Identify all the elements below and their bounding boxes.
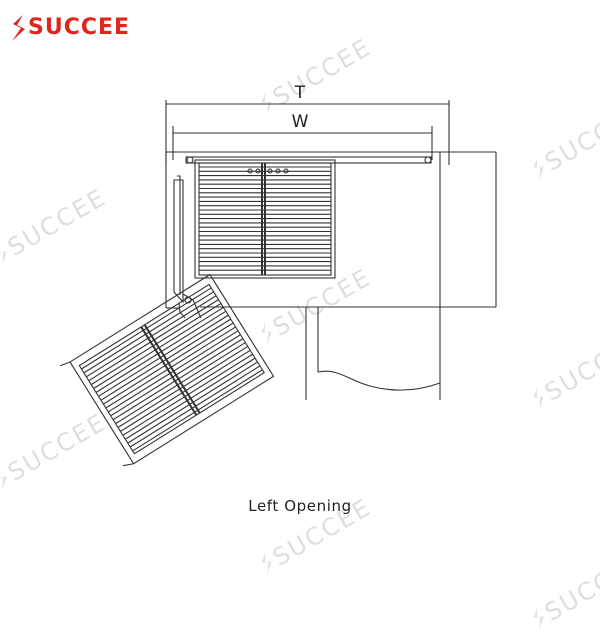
watermark-logo-icon [533, 157, 544, 180]
watermark-logo-icon [0, 242, 7, 265]
watermark: SUCCEE [0, 408, 111, 494]
swing-out-basket [60, 273, 275, 467]
watermark-logo-icon [261, 92, 272, 115]
watermark-logo-icon [0, 467, 7, 490]
watermark-logo-icon [261, 552, 272, 575]
dimension-label-t: T [294, 83, 306, 103]
cabinet-outline [165, 151, 497, 309]
watermark: SUCCEE [0, 183, 111, 269]
brand-name: SUCCEE [28, 15, 131, 40]
succee-logo-icon [12, 15, 25, 41]
dimension-w [172, 126, 433, 160]
watermark-logo-icon [533, 387, 544, 410]
watermark: SUCCEE [255, 33, 376, 119]
watermark-logo-icon [261, 322, 272, 345]
brand-logo: SUCCEE [10, 14, 130, 42]
dimension-label-w: W [292, 112, 309, 132]
watermark: SUCCEE [255, 493, 376, 579]
watermark: SUCCEE [527, 328, 600, 414]
watermark: SUCCEE [255, 263, 376, 349]
door-panel [305, 307, 441, 400]
corner-cabinet-drawing: T W [60, 83, 497, 467]
inner-basket [194, 159, 336, 279]
diagram-caption: Left Opening [248, 497, 352, 515]
diagram-stage: SUCCEE SUCCEE SUCCEE SUCCEE SUCCEE SUCCE… [0, 14, 600, 630]
watermark: SUCCEE [527, 98, 600, 184]
